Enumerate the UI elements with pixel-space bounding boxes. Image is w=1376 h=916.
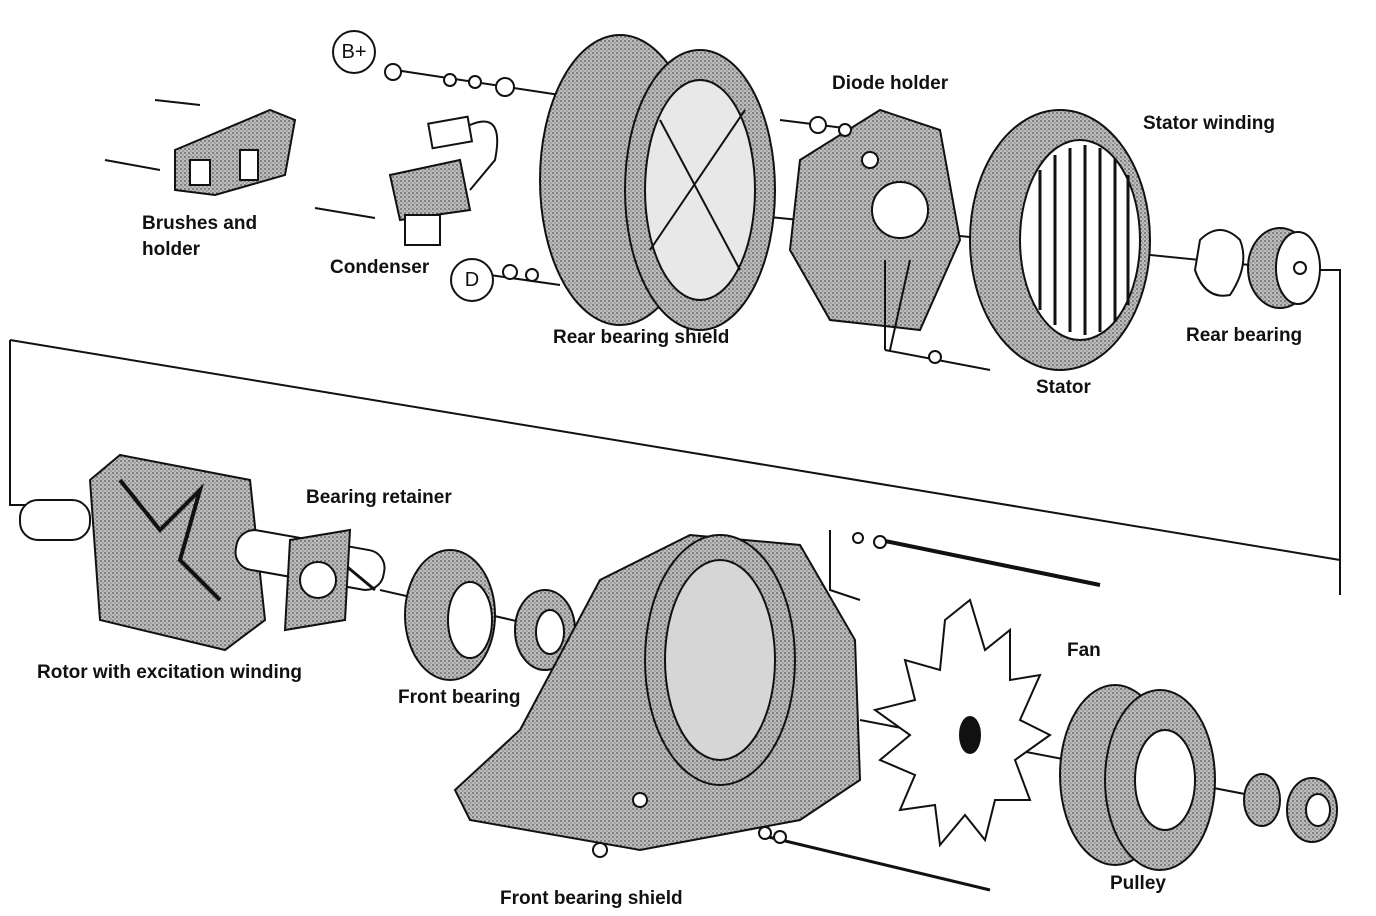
d-axis-line	[489, 274, 561, 286]
pulley-part	[1059, 684, 1338, 871]
rear-bearing-part	[1193, 227, 1321, 309]
label-fan: Fan	[1067, 640, 1101, 661]
right-connector-line	[1300, 269, 1341, 595]
label-diode-holder: Diode holder	[832, 73, 949, 94]
fan-part	[872, 598, 1052, 848]
bolt-connector-line	[829, 530, 861, 601]
stator-part	[969, 109, 1151, 371]
label-brushes-line1: Brushes and	[142, 213, 258, 234]
left-connector-line	[9, 340, 30, 506]
label-condenser: Condenser	[330, 257, 430, 278]
label-rotor: Rotor with excitation winding	[37, 662, 302, 683]
label-pulley: Pulley	[1110, 873, 1166, 894]
front-bearing-shield	[453, 533, 1101, 892]
bearing-retainer-part	[283, 528, 352, 632]
front-bearing-part	[404, 549, 576, 681]
label-bearing-retainer: Bearing retainer	[306, 487, 452, 508]
label-front-bearing: Front bearing	[398, 687, 521, 708]
label-rear-bearing: Rear bearing	[1186, 325, 1303, 346]
label-stator: Stator	[1036, 377, 1091, 398]
condenser-part	[314, 115, 499, 246]
label-front-bearing-shield: Front bearing shield	[500, 888, 683, 909]
hardware-washers	[384, 63, 942, 844]
label-brushes-line2: holder	[142, 239, 201, 260]
terminal-d: D	[450, 258, 494, 302]
label-rear-bearing-shield: Rear bearing shield	[553, 327, 730, 348]
label-stator-winding: Stator winding	[1143, 113, 1275, 134]
diode-holder	[788, 108, 991, 371]
brushes-holder	[104, 99, 297, 197]
cross-connector-line	[9, 339, 1341, 561]
terminal-b-plus: B+	[332, 30, 376, 74]
rear-bearing-shield	[539, 34, 776, 331]
